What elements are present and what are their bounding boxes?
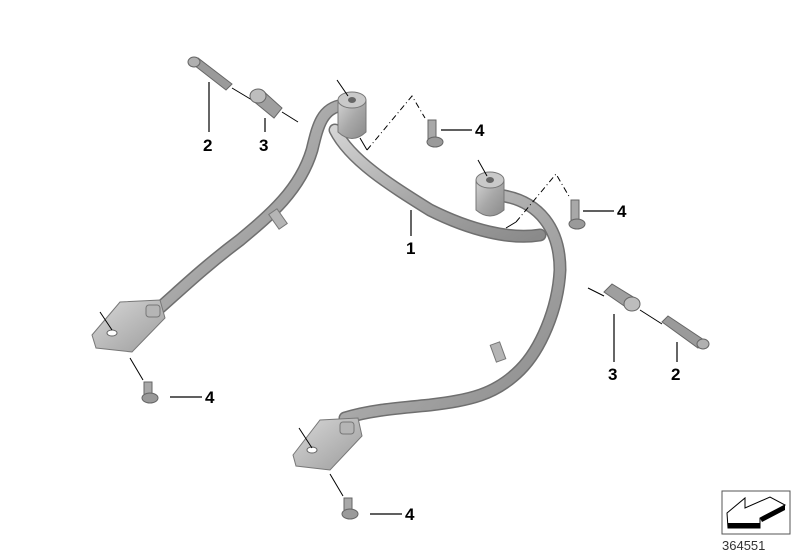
callout-3: 3 <box>608 365 618 384</box>
boss-right <box>475 171 505 217</box>
foot-plate-bottom <box>292 417 363 471</box>
foot-plate-left <box>91 299 166 353</box>
callout-2: 2 <box>203 136 213 155</box>
callout-4: 4 <box>475 121 485 140</box>
callout-1: 1 <box>406 239 416 258</box>
callout-4: 4 <box>617 202 627 221</box>
callout-4: 4 <box>405 505 415 524</box>
bolt-long-right <box>661 315 710 350</box>
spacer-sleeve <box>249 88 283 119</box>
callout-3: 3 <box>259 136 269 155</box>
bolt-long <box>187 56 233 91</box>
frame-bracket <box>91 91 567 471</box>
callout-4: 4 <box>205 388 215 407</box>
orientation-arrow-icon <box>721 490 791 535</box>
screw-bottom-right <box>341 497 359 520</box>
screw-top-right <box>568 199 586 230</box>
callout-2: 2 <box>671 365 681 384</box>
boss-top-left <box>337 91 367 139</box>
screw-bottom-left <box>141 381 159 404</box>
image-number: 364551 <box>722 538 766 553</box>
screw-top-left <box>426 119 444 148</box>
spacer-sleeve-right <box>603 283 641 312</box>
